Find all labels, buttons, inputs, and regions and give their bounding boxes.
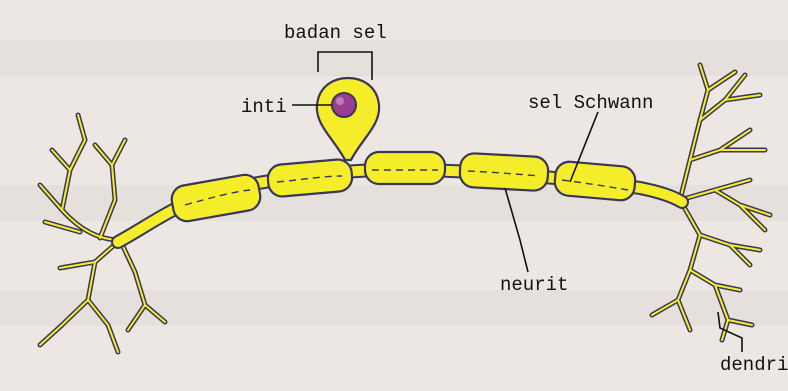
label-axon: neurit bbox=[500, 274, 568, 296]
label-cell-body: badan sel bbox=[284, 22, 387, 44]
schwann-cell bbox=[459, 153, 549, 192]
label-dendrite: dendrit bbox=[720, 354, 788, 376]
label-schwann-cell: sel Schwann bbox=[528, 92, 653, 114]
schwann-cell bbox=[267, 158, 353, 197]
nucleus bbox=[332, 93, 356, 117]
label-nucleus: inti bbox=[241, 96, 287, 118]
schwann-cell bbox=[365, 152, 445, 184]
